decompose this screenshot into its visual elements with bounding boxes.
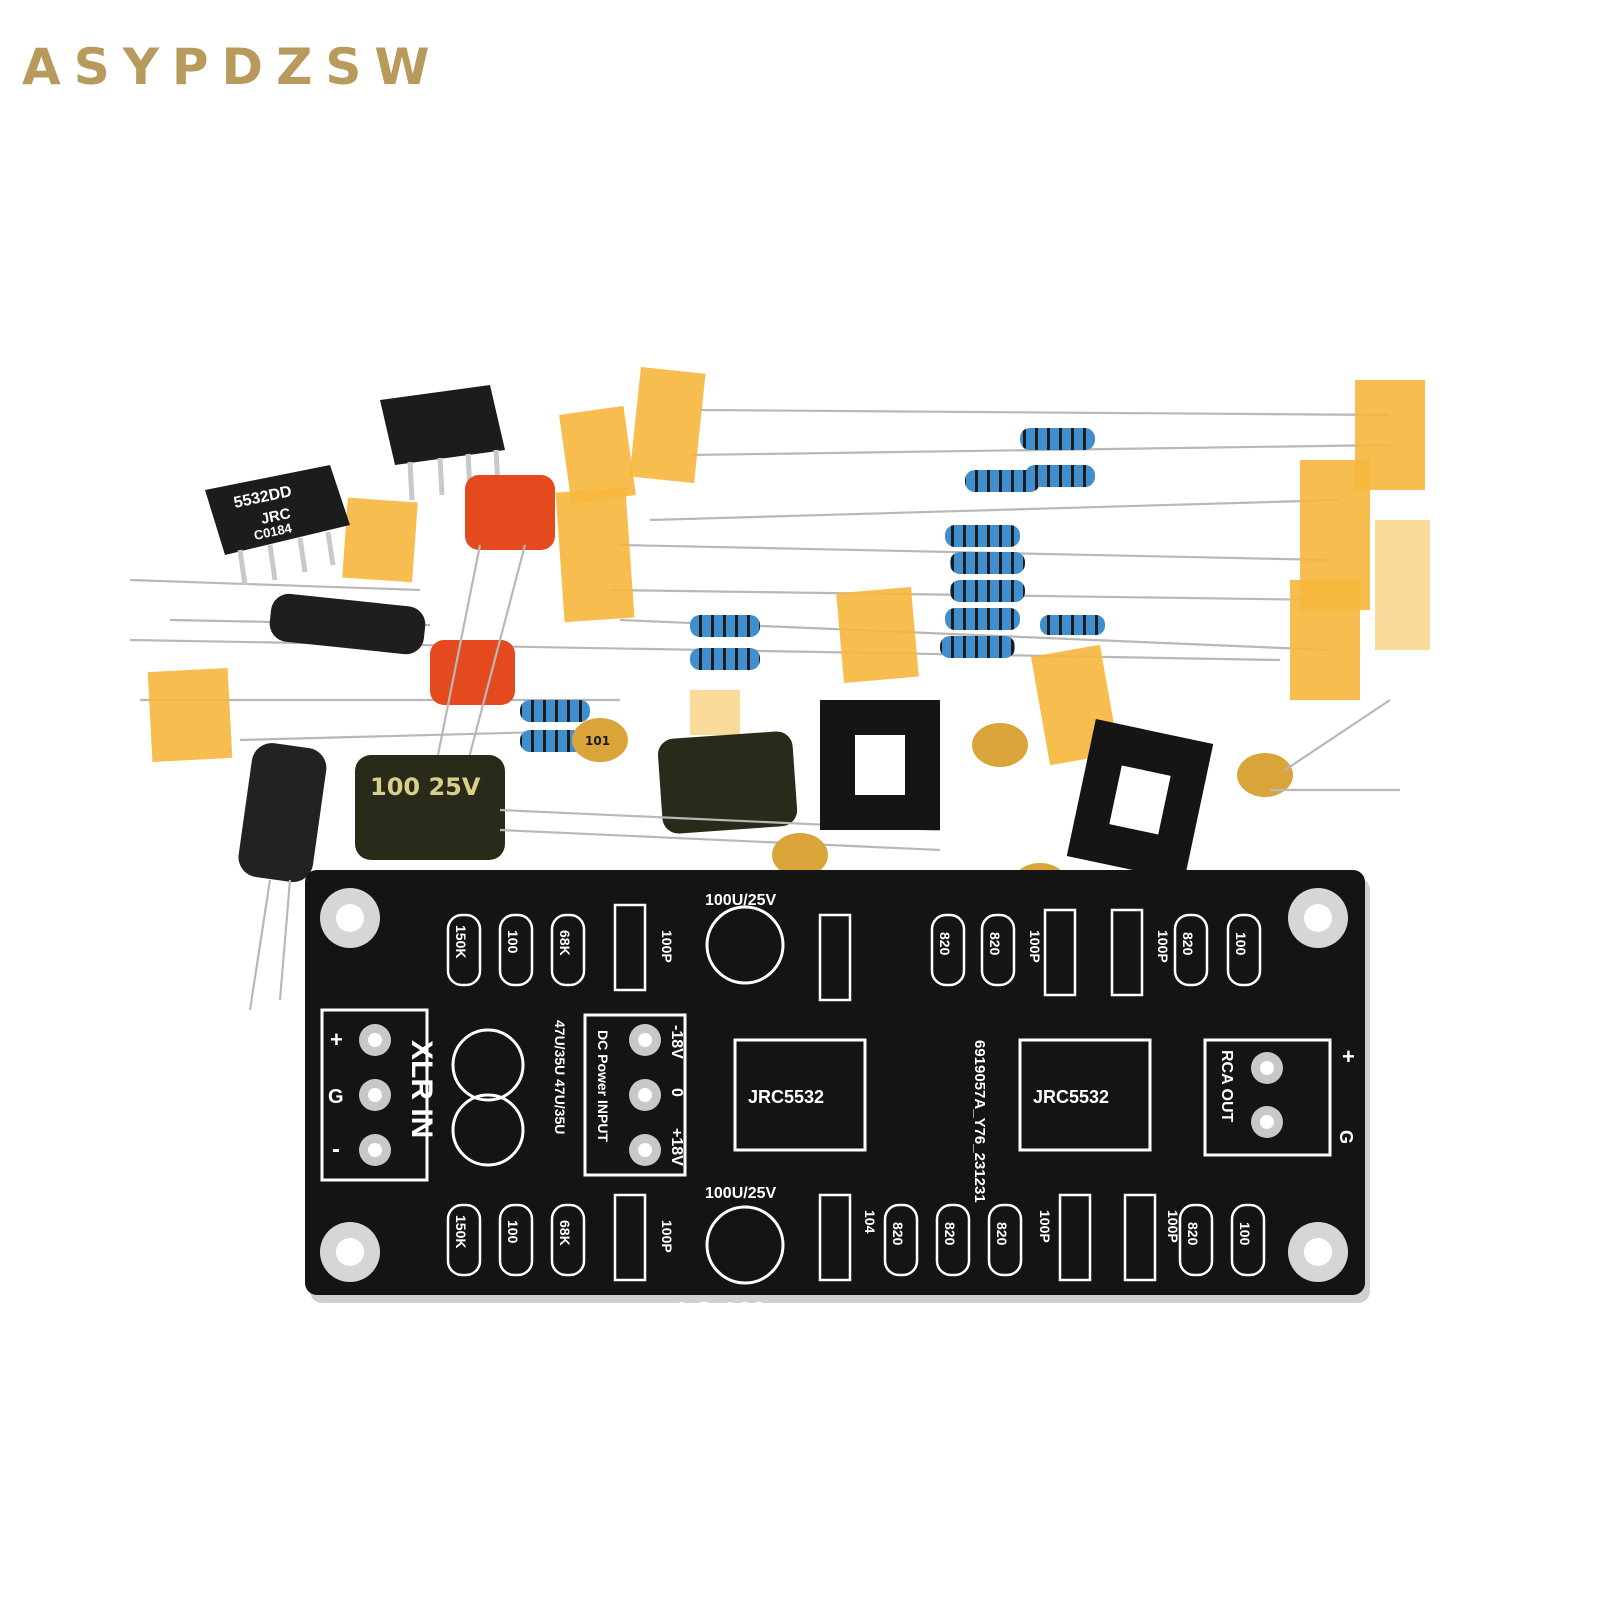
ic-left-label: JRC5532 xyxy=(748,1087,824,1107)
opamp-chip-1: 5532DD JRC C0184 xyxy=(205,465,350,586)
svg-text:0: 0 xyxy=(668,1088,685,1097)
svg-text:820: 820 xyxy=(994,1222,1010,1246)
svg-text:68K: 68K xyxy=(557,1220,573,1246)
svg-text:100: 100 xyxy=(1233,932,1249,956)
svg-text:+: + xyxy=(1342,1044,1355,1069)
svg-text:820: 820 xyxy=(1185,1222,1201,1246)
svg-text:-18V: -18V xyxy=(668,1025,685,1059)
svg-text:68K: 68K xyxy=(557,930,573,956)
svg-text:820: 820 xyxy=(942,1222,958,1246)
svg-text:101: 101 xyxy=(585,734,610,748)
ic-sockets xyxy=(820,700,1214,881)
film-capacitors xyxy=(423,475,555,831)
svg-text:100: 100 xyxy=(505,930,521,954)
resistor-footprints: 150K 100 68K 150K 100 68K 820 820 820 10… xyxy=(446,913,1266,1277)
svg-text:100P: 100P xyxy=(1155,930,1171,963)
brand-logo: ASYPDZSW xyxy=(22,38,443,96)
electrolytic-capacitors: 100 25V xyxy=(238,593,941,1011)
svg-text:104: 104 xyxy=(862,1210,878,1234)
svg-text:+18V: +18V xyxy=(668,1128,685,1166)
electrolytic-marking: 100 25V xyxy=(370,773,481,801)
svg-text:100P: 100P xyxy=(1027,930,1043,963)
resistor-leads xyxy=(129,408,1391,742)
svg-text:820: 820 xyxy=(890,1222,906,1246)
svg-text:820: 820 xyxy=(937,932,953,956)
svg-text:100: 100 xyxy=(505,1220,521,1244)
cap-label-bottom: 100U/25V xyxy=(705,1185,776,1202)
svg-text:+: + xyxy=(330,1027,343,1052)
svg-text:100P: 100P xyxy=(659,1220,675,1253)
resistors xyxy=(520,428,1105,752)
svg-text:G: G xyxy=(1336,1130,1356,1144)
rca-out-label: RCA OUT xyxy=(1218,1050,1235,1123)
svg-text:150K: 150K xyxy=(453,1215,469,1248)
capacitor-footprints: 100P 100P 104 100P 100P 100P 100P xyxy=(613,903,1181,1282)
board-code: 6919057A_Y76_231231 xyxy=(971,1040,988,1203)
svg-text:100: 100 xyxy=(1237,1222,1253,1246)
board-model: LG-139 xyxy=(678,1296,766,1326)
pcb-board: + G - XLR IN DC Power INPUT -18V 0 +18V … xyxy=(305,870,1370,1326)
svg-text:G: G xyxy=(328,1086,344,1108)
svg-text:100P: 100P xyxy=(659,930,675,963)
dc-power-label: DC Power INPUT xyxy=(595,1030,611,1142)
mounting-holes xyxy=(320,888,1348,1282)
xlr-in-label: XLR IN xyxy=(405,1040,438,1138)
svg-text:820: 820 xyxy=(1180,932,1196,956)
svg-text:47U/35U 47U/35U: 47U/35U 47U/35U xyxy=(552,1020,568,1134)
tape-strips xyxy=(147,366,1430,766)
cap-label-top: 100U/25V xyxy=(705,892,776,909)
svg-text:100P: 100P xyxy=(1037,1210,1053,1243)
svg-text:JRC: JRC xyxy=(259,505,292,528)
svg-text:-: - xyxy=(332,1136,340,1163)
svg-text:150K: 150K xyxy=(453,925,469,958)
svg-text:100P: 100P xyxy=(1165,1210,1181,1243)
svg-text:820: 820 xyxy=(987,932,1003,956)
ic-right-label: JRC5532 xyxy=(1033,1087,1109,1107)
